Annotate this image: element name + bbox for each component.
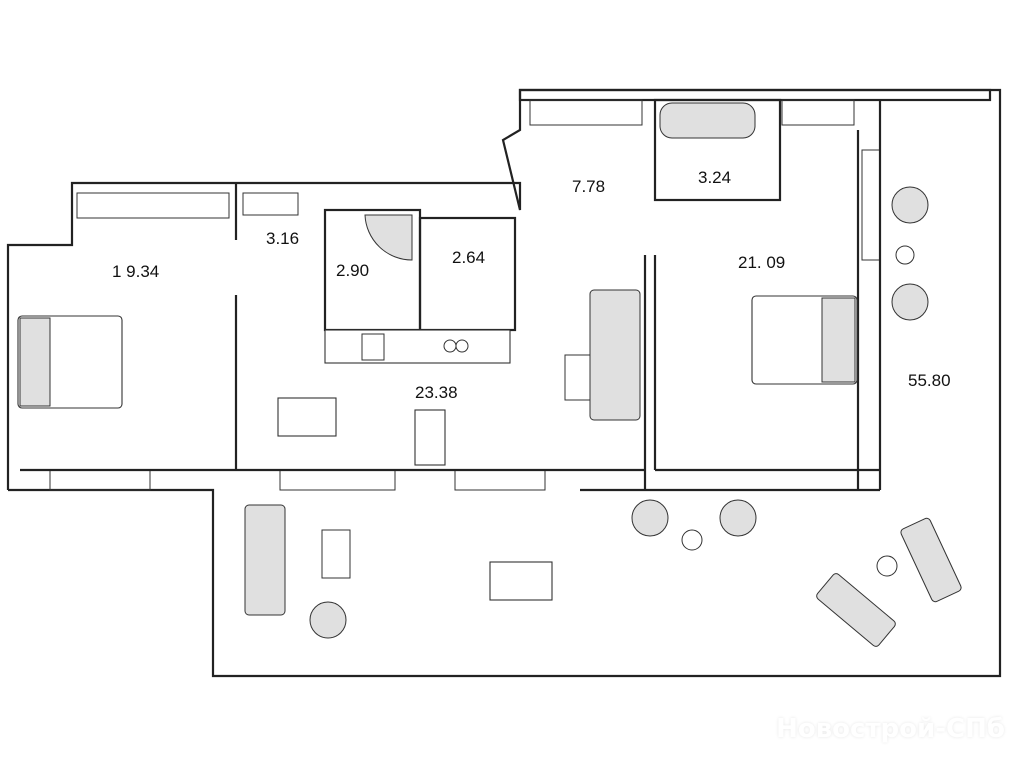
room-area-bathroom-3: 3.24 [698, 168, 732, 187]
room-area-hall: 3.16 [266, 229, 300, 248]
wall-top-right [518, 88, 992, 102]
terrace-sofa [244, 504, 286, 616]
terrace-table [321, 529, 351, 579]
room-area-bathroom-2: 2.64 [452, 248, 486, 267]
bar-counter [414, 409, 446, 466]
shower [364, 214, 413, 261]
lounger [816, 573, 896, 647]
window-bottom-left [49, 469, 151, 491]
armchair [631, 499, 669, 537]
wardrobe-bedroom-right [781, 99, 855, 126]
watermark: Новострой-СПб [776, 714, 1005, 744]
bathroom-2-walls [418, 216, 517, 332]
sink-icon [361, 333, 385, 361]
side-table [681, 529, 703, 551]
coffee-table [564, 354, 591, 401]
sofa [589, 289, 641, 421]
terrace-dining-table [489, 561, 553, 601]
window-bottom-mid2 [454, 469, 546, 491]
room-area-entrance: 7.78 [572, 177, 606, 196]
wardrobe-bedroom [76, 192, 230, 219]
outer-wall-left-block [6, 88, 1002, 678]
bed-right-pillows [821, 297, 856, 383]
wardrobe-hall [242, 192, 299, 216]
room-area-kitchen-living: 23.38 [415, 383, 458, 402]
bathtub [659, 102, 756, 139]
armchair [891, 283, 929, 321]
dining-table [277, 397, 337, 437]
side-table [895, 245, 915, 265]
wardrobe-entrance [529, 99, 643, 126]
armchair [719, 499, 757, 537]
armchair [891, 186, 929, 224]
bathroom-3-walls [653, 98, 782, 202]
lounger [900, 517, 962, 603]
room-area-terrace: 55.80 [908, 371, 951, 390]
room-area-bathroom-1: 2.90 [336, 261, 370, 280]
window-right [861, 149, 881, 261]
room-area-bedroom-left: 1 9.34 [112, 262, 160, 281]
kitchen-counter [324, 329, 511, 364]
side-table [876, 555, 898, 577]
armchair [309, 601, 347, 639]
hob-icon-2 [455, 339, 469, 353]
room-area-bedroom-right: 21. 09 [738, 253, 786, 272]
window-bottom-mid [279, 469, 396, 491]
bed-left-pillows [19, 317, 51, 407]
